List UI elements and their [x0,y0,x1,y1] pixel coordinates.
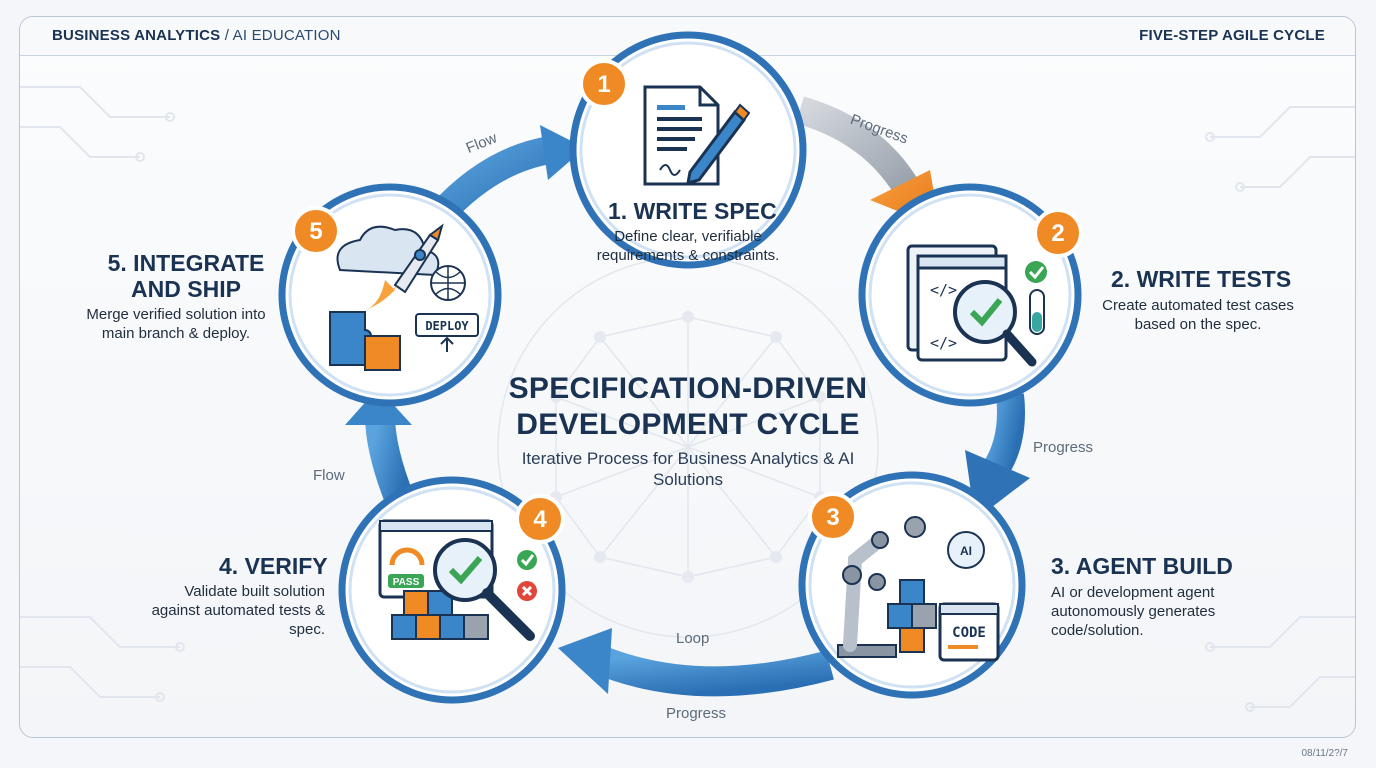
header-right-tag: FIVE-STEP AGILE CYCLE [1139,27,1325,44]
arrow-4-5-label: Flow [313,467,345,484]
step-4-description: Validate built solution against automate… [151,583,325,638]
step-3-description: AI or development agent autonomously gen… [1051,584,1216,639]
arrow-3-4-loop-label: Loop [676,630,710,647]
step-3-node: AI CODE [798,471,1026,699]
rocket-deploy-icon: DEPLOY [329,223,479,371]
svg-text:</>: </> [930,334,957,352]
header-left-tag: BUSINESS ANALYTICS / AI EDUCATION [52,27,341,44]
step-2-description: Create automated test cases based on the… [1102,297,1294,333]
arrow-3-4-progress-label: Progress [666,705,727,722]
step-3-title: 3. AGENT BUILD [1051,553,1233,579]
step-1-description: Define clear, verifiable requirements & … [596,228,780,264]
step-5-description: Merge verified solution into main branch… [86,306,266,342]
step-1-node [569,31,807,269]
step-5-badge [291,206,341,256]
header-left-tag-main: BUSINESS ANALYTICS [52,27,221,44]
step-2-number: 2 [1051,220,1064,247]
svg-text:</>: </> [930,281,957,299]
footer-stamp: 08/11/2?/7 [1301,748,1348,759]
circuit-background [20,86,1355,712]
dashboard-magnifier-check-icon: PASS [378,519,537,641]
step-2-badge [1033,208,1083,258]
step-1-number: 1 [597,71,610,98]
step-4-badge [515,494,565,544]
step-2-title: 2. WRITE TESTS [1111,266,1292,292]
arrow-3-to-4 [558,628,834,697]
deploy-label: DEPLOY [425,319,469,333]
step-2-node: </> </> [858,183,1082,407]
code-magnifier-check-icon: </> </> [906,244,1047,367]
ai-chip-label: AI [960,544,972,558]
diagram-title: SPECIFICATION-DRIVEN DEVELOPMENT CYCLE [508,372,868,441]
step-1-badge [579,59,629,109]
arrow-4-to-5 [345,388,414,506]
code-label: CODE [952,625,986,641]
step-3-number: 3 [826,504,839,531]
step-4-node: PASS [338,476,566,704]
diagram-subtitle: Iterative Process for Business Analytics… [521,449,855,489]
step-4-title: 4. VERIFY [219,553,328,579]
step-4-number: 4 [533,506,547,533]
robot-arm-ai-icon: AI CODE [837,516,1000,662]
pass-label: PASS [393,577,420,588]
step-1-title: 1. WRITE SPEC [608,198,777,224]
arrow-2-3-label: Progress [1033,439,1094,456]
arrow-5-to-1 [429,125,585,225]
header-left-tag-sub: / AI EDUCATION [224,27,341,44]
step-3-badge [808,492,858,542]
step-5-title: 5. INTEGRATE AND SHIP [107,250,265,302]
document-pen-icon [643,85,751,186]
step-5-number: 5 [309,218,322,245]
